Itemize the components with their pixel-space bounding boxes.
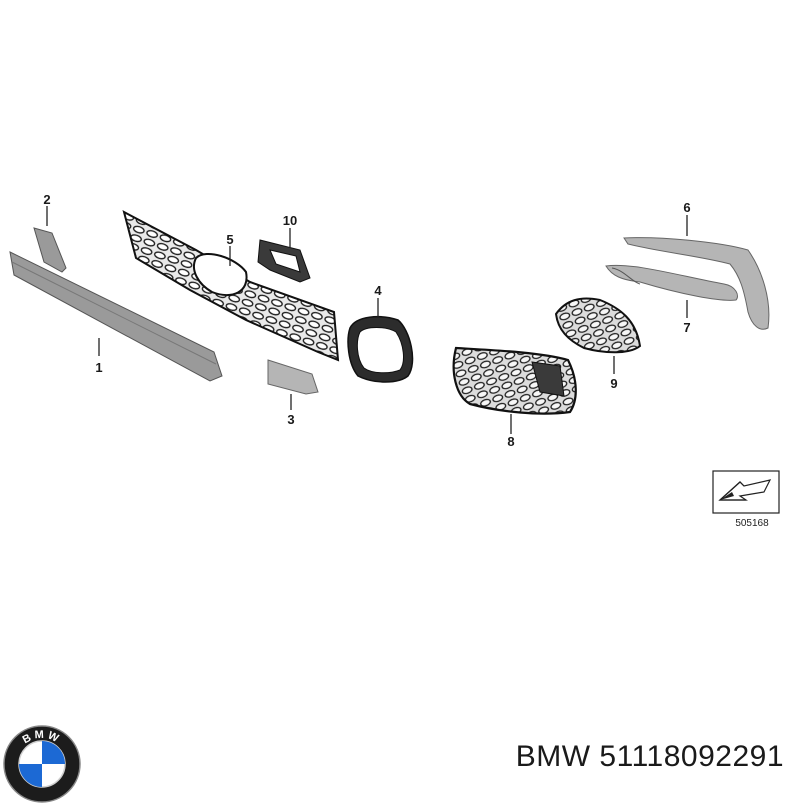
- part-9-small-grille: [554, 297, 642, 354]
- callout-9: 9: [610, 376, 617, 391]
- callout-4: 4: [374, 283, 382, 298]
- part-1-lower-trim-strip: [9, 251, 223, 382]
- callout-10: 10: [283, 213, 297, 228]
- part-6-outer-trim: [623, 237, 770, 330]
- part-8-side-grille: [452, 346, 577, 415]
- part-caption: BMW 51118092291: [516, 740, 784, 774]
- brand-name: BMW: [515, 740, 600, 773]
- leader-lines: [46, 206, 688, 434]
- callout-5: 5: [226, 232, 233, 247]
- reference-number: 505168: [735, 518, 769, 529]
- part-10-bracket: [257, 239, 311, 283]
- svg-text:BMW: BMW: [21, 729, 64, 747]
- reference-box: [712, 470, 780, 514]
- part-number: 51118092291: [599, 740, 784, 773]
- bmw-logo: BMW: [3, 725, 81, 803]
- callout-8: 8: [507, 434, 514, 449]
- callout-6: 6: [683, 200, 690, 215]
- part-2-left-cover: [33, 227, 67, 273]
- part-5-center-grille: [122, 210, 340, 362]
- callout-1: 1: [95, 360, 102, 375]
- part-3-right-cover: [267, 359, 319, 395]
- part-7-inner-trim: [605, 264, 738, 301]
- part-4-trim-frame: [347, 315, 414, 383]
- callout-7: 7: [683, 320, 690, 335]
- callout-3: 3: [287, 412, 294, 427]
- callout-2: 2: [43, 192, 50, 207]
